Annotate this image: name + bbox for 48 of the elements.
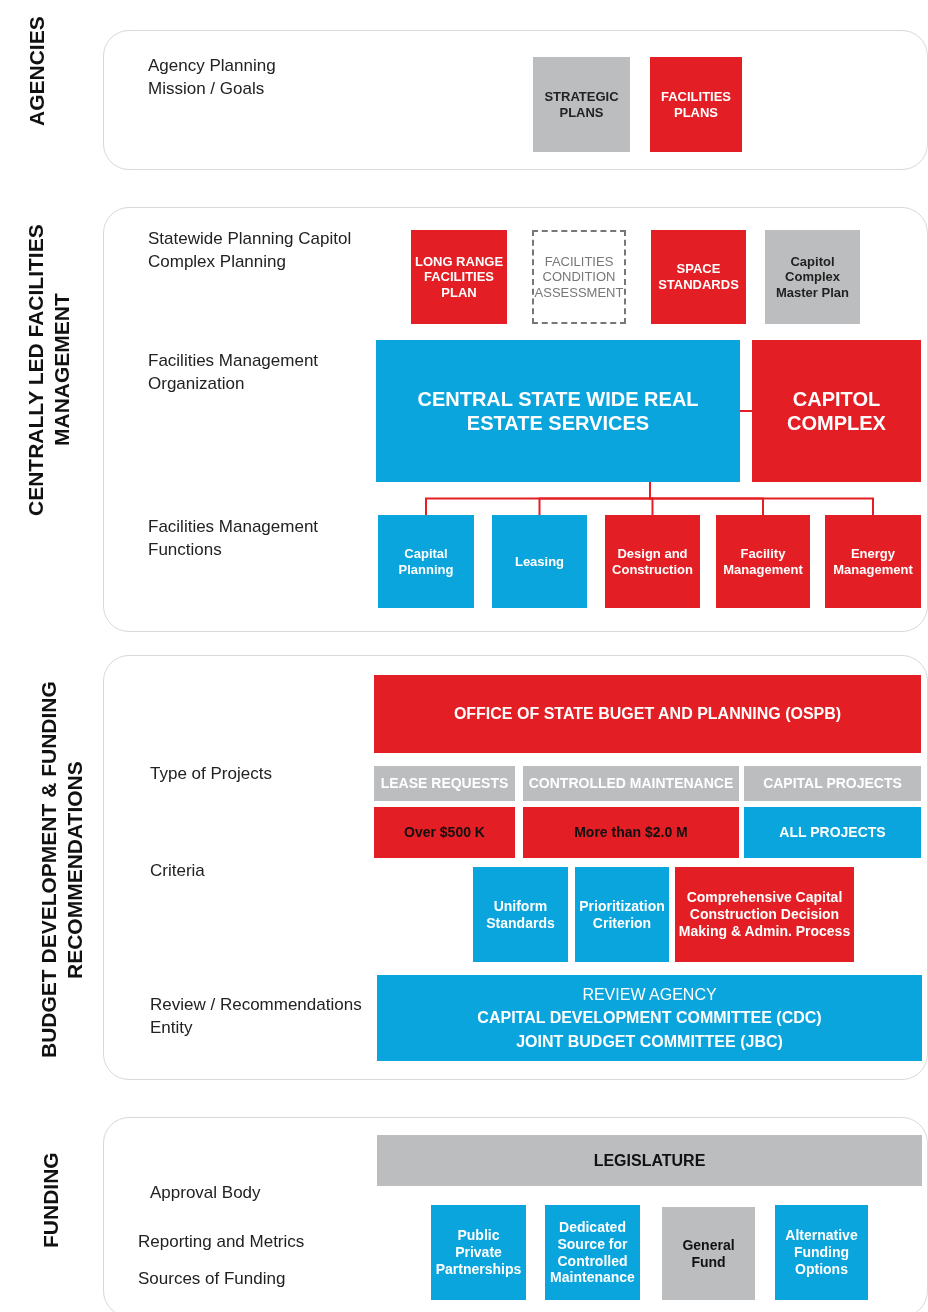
criteria-box: More than $2.0 M [523, 807, 739, 858]
row-label: Agency Planning Mission / Goals [148, 55, 277, 100]
plan-box: Capitol Complex Master Plan [765, 230, 860, 324]
row-label: Criteria [150, 860, 206, 882]
function-box: Facility Management [716, 515, 810, 608]
connector-line [739, 410, 753, 412]
row-label: Facilities Management Functions [148, 516, 320, 561]
criteria-box: Comprehensive Capital Construction Decision Making & Admin. Process [675, 867, 854, 962]
connector-line [649, 481, 874, 516]
criteria-box: Uniform Standards [473, 867, 568, 962]
box-text: JOINT BUDGET COMMITTEE (JBC) [516, 1031, 783, 1051]
box-heading: REVIEW AGENCY [582, 985, 717, 1005]
row-label: Sources of Funding [138, 1268, 287, 1290]
project-type-box: CONTROLLED MAINTENANCE [523, 766, 739, 801]
row-label: Review / Recommendations Entity [150, 994, 363, 1039]
box-text: CAPITAL DEVELOPMENT COMMITTEE (CDC) [477, 1008, 822, 1028]
row-label: Reporting and Metrics [138, 1231, 306, 1253]
funding-source-box: Dedicated Source for Controlled Maintenance [545, 1205, 640, 1300]
row-label: Facilities Management Organization [148, 350, 320, 395]
criteria-box: Over $500 K [374, 807, 515, 858]
project-type-box: LEASE REQUESTS [374, 766, 515, 801]
plan-box: FACILITIES CONDITION ASSESSMENT [532, 230, 626, 324]
section-heading: FUNDING [37, 1151, 63, 1250]
function-box: Capital Planning [378, 515, 474, 608]
section-heading: CENTRALLY LED FACILITIES MANAGEMENT [22, 223, 74, 518]
criteria-box: Prioritization Criterion [575, 867, 669, 962]
section-heading: BUDGET DEVELOPMENT & FUNDING RECOMMENDATIONS [35, 680, 87, 1061]
plan-box: FACILITIES PLANS [650, 57, 742, 152]
plan-box: LONG RANGE FACILITIES PLAN [411, 230, 507, 324]
plan-box: STRATEGIC PLANS [533, 57, 630, 152]
criteria-box: ALL PROJECTS [744, 807, 921, 858]
function-box: Leasing [492, 515, 587, 608]
function-box: Design and Construction [605, 515, 700, 608]
row-label: Statewide Planning Capitol Complex Planning [148, 228, 353, 273]
function-box: Energy Management [825, 515, 921, 608]
organization-box: CENTRAL STATE WIDE REAL ESTATE SERVICES [376, 340, 740, 482]
funding-source-box: Alternative Funding Options [775, 1205, 868, 1300]
organization-box: CAPITOL COMPLEX [752, 340, 921, 482]
funding-source-box: General Fund [662, 1207, 755, 1300]
project-type-box: CAPITAL PROJECTS [744, 766, 921, 801]
approval-body-box: LEGISLATURE [377, 1135, 922, 1186]
row-label: Type of Projects [150, 763, 273, 785]
review-entity-box [377, 975, 922, 1061]
funding-source-box: Public Private Partnerships [431, 1205, 526, 1300]
row-label: Approval Body [150, 1182, 262, 1204]
office-box: OFFICE OF STATE BUGET AND PLANNING (OSPB) [374, 675, 921, 753]
plan-box: SPACE STANDARDS [651, 230, 746, 324]
section-heading: AGENCIES [23, 15, 49, 127]
